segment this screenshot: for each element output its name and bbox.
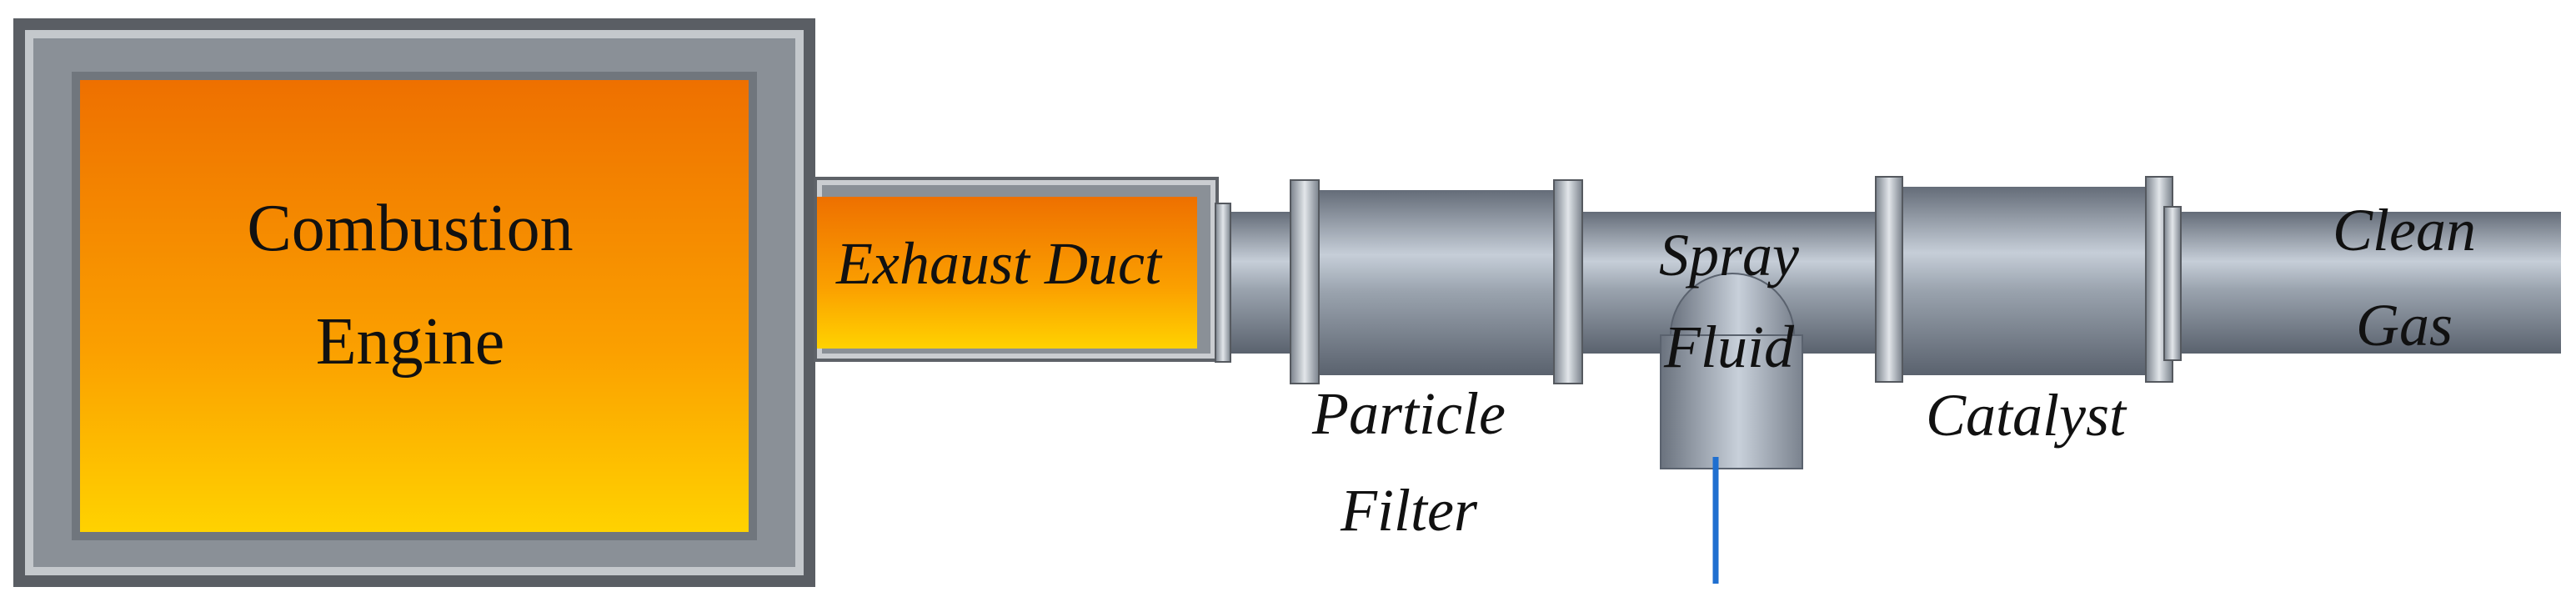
engine-label-line2: Engine [316,305,505,379]
spray-fluid-injector [1660,273,1803,584]
catalyst [1875,176,2182,383]
engine-label-line1: Combustion [247,192,573,265]
exhaust-duct [814,177,1219,362]
spray-fluid-label-line2: Fluid [1663,314,1795,380]
duct-flange [1215,203,1231,363]
particle-filter [1290,179,1583,384]
particle-filter-label-line2: Filter [1340,477,1478,544]
combustion-engine [13,18,815,587]
clean-gas-label-line2: Gas [2356,292,2453,359]
clean-gas-label-line1: Clean [2333,197,2476,263]
catalyst-label: Catalyst [1926,382,2127,449]
particle-filter-label-line1: Particle [1311,380,1506,447]
exhaust-duct-label: Exhaust Duct [835,230,1163,297]
spray-fluid-label-line1: Spray [1659,222,1799,288]
